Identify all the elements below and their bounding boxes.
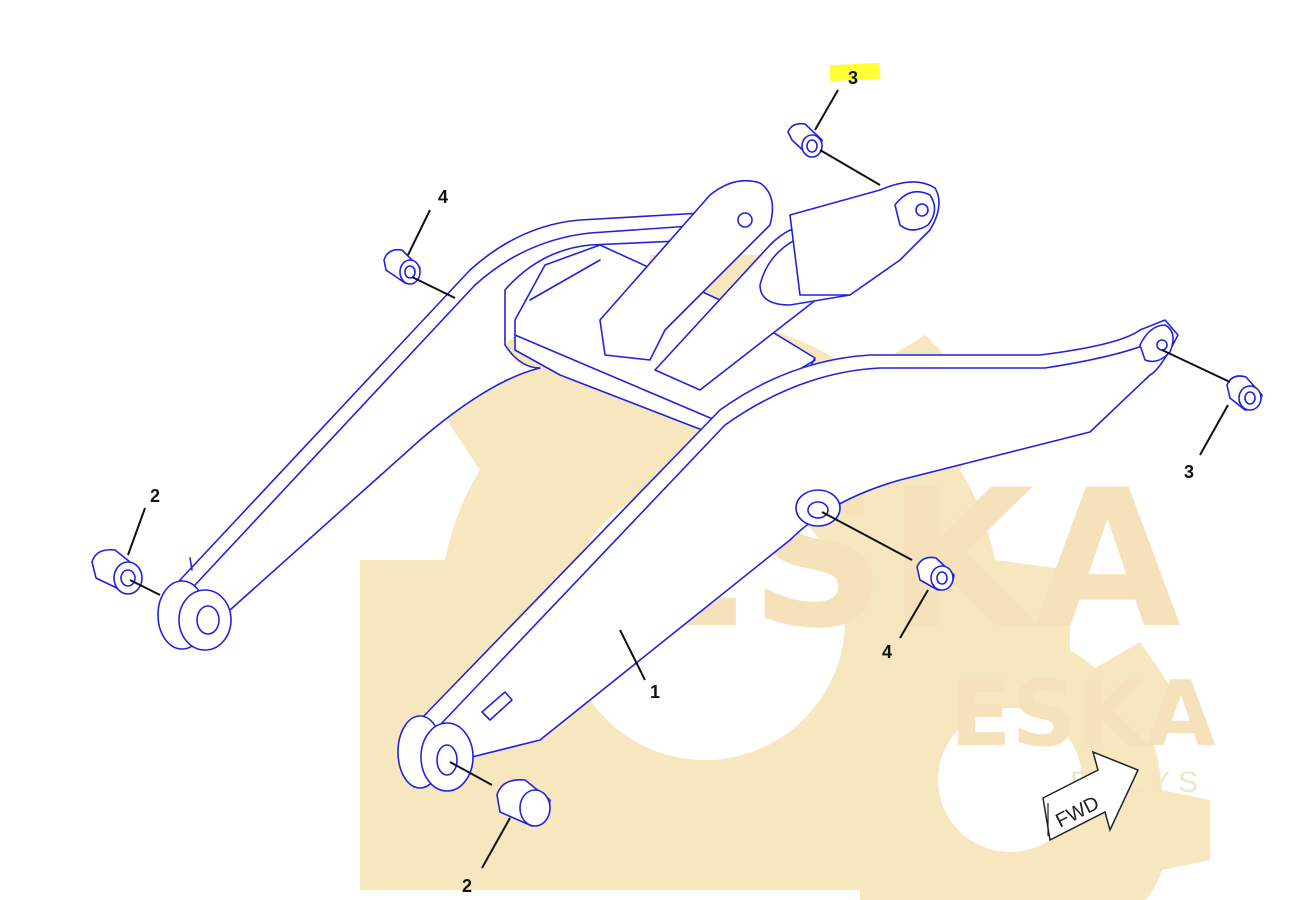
bushing-4-right — [916, 556, 955, 591]
bushing-4-left — [383, 248, 421, 285]
bushings — [91, 122, 1263, 827]
callout-1[interactable]: 1 — [650, 682, 660, 702]
callout-2-left[interactable]: 2 — [150, 486, 160, 506]
bushing-3-top — [787, 122, 823, 158]
bushing-3-right — [1226, 375, 1263, 411]
bushing-2-bottom — [496, 778, 551, 827]
bushing-2-left — [91, 548, 143, 595]
callout-3-right[interactable]: 3 — [1184, 462, 1194, 482]
callout-highlight — [829, 62, 881, 82]
callout-2-bottom[interactable]: 2 — [462, 876, 472, 896]
watermark-brand-small-text: ESKA — [950, 662, 1216, 767]
left-arm — [179, 211, 721, 611]
link-plate-left — [599, 179, 774, 361]
callout-4-right[interactable]: 4 — [882, 642, 892, 662]
callout-3-top[interactable]: 3 — [848, 68, 858, 88]
leader-lines — [127, 89, 1231, 869]
callouts: 3 4 2 3 4 1 2 — [150, 62, 1194, 896]
lift-arm-assembly — [157, 179, 1179, 792]
callout-4-left[interactable]: 4 — [438, 187, 448, 207]
